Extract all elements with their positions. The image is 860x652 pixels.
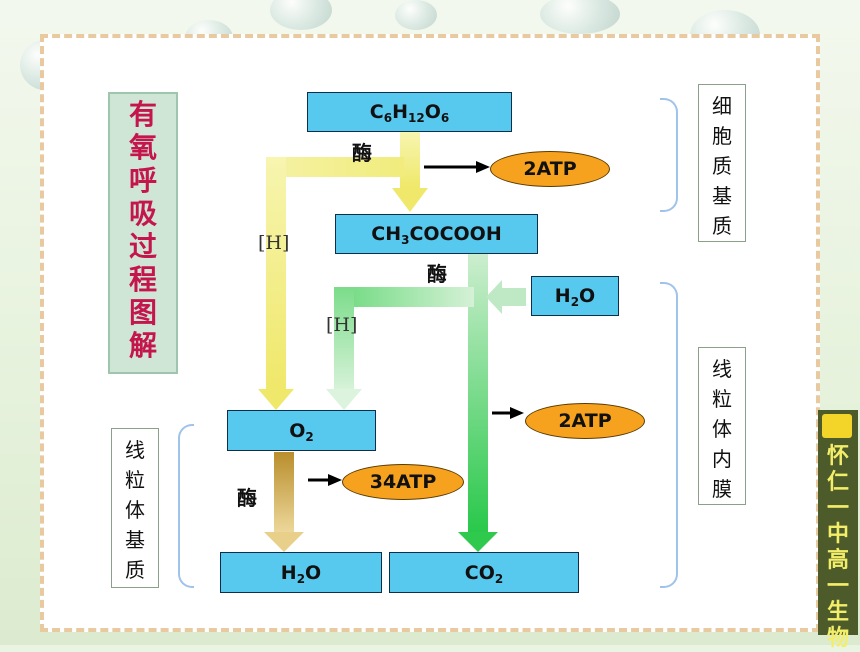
co2-box: CO2 [389,552,579,593]
enzyme-label-1: 酶 [352,141,372,165]
atp-stage1-label: 2ATP [523,158,577,180]
title-char: 氧 [128,131,157,164]
pyruvate-label: CH3COCOOH [371,223,502,247]
atp-stage2-label: 2ATP [558,410,612,432]
glucose-label: C6H12O6 [369,101,450,125]
school-badge: 怀仁一中高一生物 [818,410,858,651]
title-char: 吸 [128,197,157,230]
oxygen-label: O2 [289,419,314,444]
location-inner-membrane: 线粒体内膜 [698,347,746,505]
water-input-box: H2O [531,276,619,316]
decor-bubble [395,0,437,30]
hydrogen-label-1: [H] [258,232,290,254]
co2-label: CO2 [464,561,504,586]
enzyme-label-2: 酶 [427,262,447,286]
title-char: 过 [128,230,157,263]
oxygen-box: O2 [227,410,376,451]
school-logo-icon [822,414,852,438]
atp-stage3-label: 34ATP [369,471,437,493]
pyruvate-box: CH3COCOOH [335,214,538,254]
glucose-box: C6H12O6 [307,92,512,132]
bracket-matrix [178,424,194,588]
title-char: 程 [128,263,157,296]
atp-stage3: 34ATP [342,464,464,500]
water-output-label: H2O [280,561,322,586]
diagram-title: 有 氧 呼 吸 过 程 图 解 [108,92,178,374]
title-char: 有 [128,98,157,131]
title-char: 解 [128,329,157,362]
location-cytoplasm: 细胞质基质 [698,84,746,242]
bracket-membrane [660,282,678,588]
enzyme-label-3: 酶 [237,486,257,510]
atp-stage2: 2ATP [525,403,645,439]
bracket-cytoplasm [660,98,678,212]
water-output-box: H2O [220,552,382,593]
decor-bubble [540,0,620,34]
atp-stage1: 2ATP [490,151,610,187]
hydrogen-label-2: [H] [326,314,358,336]
water-input-label: H2O [554,285,596,309]
title-char: 图 [128,296,157,329]
location-matrix: 线粒体基质 [111,428,159,588]
title-char: 呼 [128,164,157,197]
